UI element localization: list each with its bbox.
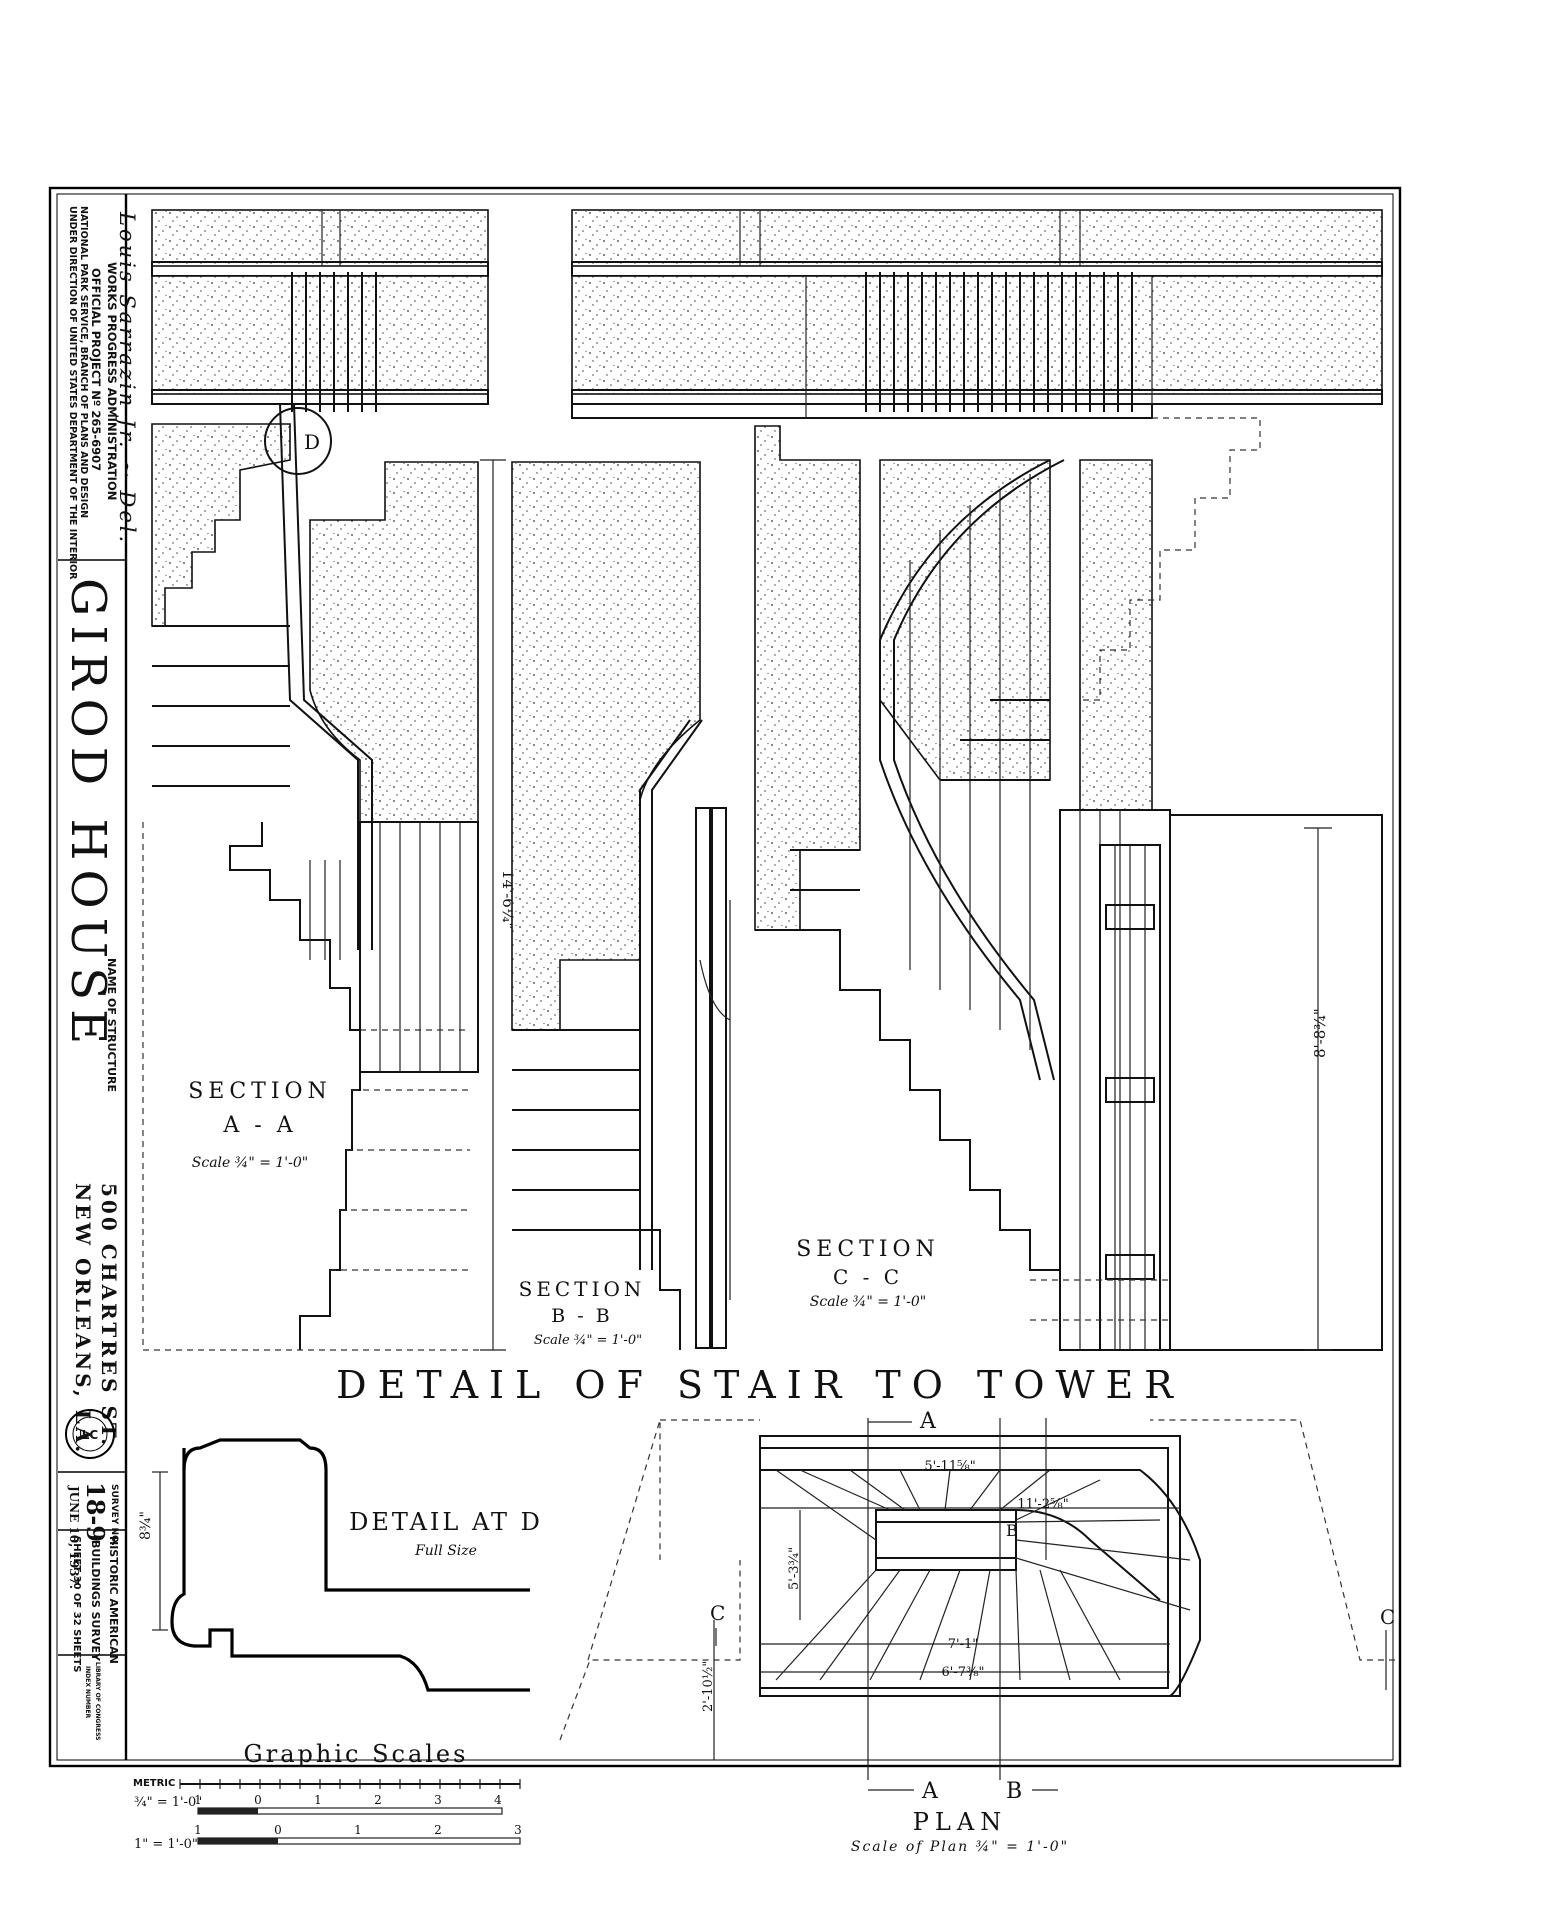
section-aa-title: SECTION <box>188 1079 332 1104</box>
main-title: DETAIL OF STAIR TO TOWER <box>336 1363 1184 1407</box>
structure-name: GIROD HOUSE <box>60 578 116 1053</box>
section-bb-title: SECTION <box>519 1277 646 1301</box>
plan-dim-6: 6'-7⅜" <box>941 1665 984 1680</box>
section-aa-letters: A - A <box>222 1113 296 1138</box>
structure-label: NAME OF STRUCTURE <box>105 958 118 1092</box>
seal-stamp: LC <box>65 1409 115 1459</box>
dim-cc-height-text: 8'-8¾" <box>1311 1008 1329 1058</box>
section-bb-letters: B - B <box>551 1305 612 1327</box>
title-block: UNDER DIRECTION OF UNITED STATES DEPARTM… <box>60 206 139 1740</box>
scale-tick-label: 0 <box>254 1793 262 1807</box>
sheet-count: SHEET 30 OF 32 SHEETS <box>71 1536 82 1672</box>
section-cc-letters: C - C <box>833 1265 903 1289</box>
cut-b-bottom: B <box>1006 1779 1022 1804</box>
stair-plan: 5'-11⅝" 11'-2⅝" 5'-3¾" 2'-10½" 7'-1" 6'-… <box>559 1409 1395 1855</box>
scale-tick-label: 3 <box>514 1823 522 1837</box>
survey-number: 18-9 <box>81 1482 110 1542</box>
scale2-tick-labels: 1 0 1 2 3 <box>194 1823 522 1837</box>
section-cc-scale: Scale ¾" = 1'-0" <box>810 1294 926 1310</box>
dim-cc-height: 8'-8¾" <box>1304 827 1332 1351</box>
delineator-credit: Louis Sarrazin Jr. ~ Del. <box>115 211 139 545</box>
agency-line-3: UNDER DIRECTION OF UNITED STATES DEPARTM… <box>67 206 78 580</box>
section-bb-scale: Scale ¾" = 1'-0" <box>534 1333 642 1348</box>
section-aa-treads <box>152 625 290 787</box>
detail-d-title: DETAIL AT D <box>349 1508 543 1536</box>
scale-tick-label: 2 <box>374 1793 382 1807</box>
scale-tick-label: 1 <box>354 1823 362 1837</box>
section-aa-label: SECTION A - A Scale ¾" = 1'-0" <box>188 1079 332 1171</box>
upper-railing-right <box>865 272 1133 412</box>
section-aa-scale: Scale ¾" = 1'-0" <box>192 1155 308 1171</box>
plan-dimensions: 5'-11⅝" 11'-2⅝" 5'-3¾" 2'-10½" 7'-1" 6'-… <box>701 1459 1180 1760</box>
metric-label: METRIC <box>133 1778 175 1789</box>
plan-dim-5: 7'-1" <box>948 1637 979 1652</box>
habs-line-2: BUILDINGS SURVEY <box>89 1540 102 1662</box>
habs-line-1: HISTORIC AMERICAN <box>107 1536 120 1664</box>
survey-label: SURVEY NO. <box>109 1484 119 1546</box>
scale-tick-label: 1 <box>194 1823 202 1837</box>
agency-line-2: OFFICIAL PROJECT Nº 265-6907 <box>89 268 103 471</box>
outer-border <box>48 186 1402 1768</box>
agency-line-1: WORKS PROGRESS ADMINISTRATION <box>105 262 119 500</box>
section-bb-label: SECTION B - B Scale ¾" = 1'-0" <box>519 1277 646 1348</box>
loc-index-label: INDEX NUMBER <box>84 1666 91 1719</box>
cut-c-right: C <box>1380 1605 1395 1629</box>
scale-tick-label: 1 <box>314 1793 322 1807</box>
scale-tick-label: 4 <box>494 1793 502 1807</box>
plan-cut-marks: A A B B C C <box>710 1409 1395 1804</box>
upper-railing-left <box>291 272 377 412</box>
scale-tick-label: 1 <box>194 1793 202 1807</box>
section-cc-title: SECTION <box>796 1237 940 1262</box>
cut-a-bottom: A <box>921 1779 939 1804</box>
address-line-1: 500 CHARTRES ST. <box>97 1183 121 1448</box>
survey-date: JUNE 10, 1937. <box>67 1485 81 1589</box>
section-aa-drawing: D <box>142 403 480 1351</box>
scale2-label: 1" = 1'-0" <box>134 1837 198 1852</box>
graphic-scales-title: Graphic Scales <box>244 1740 469 1768</box>
loc-label: LIBRARY OF CONGRESS <box>94 1662 101 1740</box>
detail-d-callout <box>264 407 332 475</box>
scale-tick-label: 2 <box>434 1823 442 1837</box>
section-bb-drawing <box>511 461 731 1350</box>
upper-floor-band <box>151 209 1383 419</box>
agency-line-4: NATIONAL PARK SERVICE, BRANCH OF PLANS A… <box>78 206 89 518</box>
metric-scale-ticks <box>179 1779 521 1789</box>
detail-d-scale: Full Size <box>414 1543 477 1559</box>
scale1-label: ¾" = 1'-0" <box>134 1795 202 1810</box>
cut-a-top: A <box>919 1409 937 1434</box>
detail-d-dimension: 8¾" <box>138 1511 154 1540</box>
section-cc-label: SECTION C - C Scale ¾" = 1'-0" <box>796 1237 940 1310</box>
detail-d-profile: 8¾" DETAIL AT D Full Size <box>138 1438 543 1692</box>
plan-title: PLAN <box>913 1808 1007 1836</box>
cut-b-mid: B <box>1006 1521 1018 1540</box>
seal-text: LC <box>82 1428 99 1442</box>
plan-dim-4: 2'-10½" <box>701 1661 716 1712</box>
detail-d-marker: D <box>304 430 320 454</box>
cut-c-left: C <box>710 1601 725 1625</box>
section-cc-drawing <box>754 417 1383 1351</box>
scale-tick-label: 0 <box>274 1823 282 1837</box>
plan-dim-3: 5'-3¾" <box>787 1547 802 1590</box>
scale-tick-label: 3 <box>434 1793 442 1807</box>
scale1-tick-labels: 1 0 1 2 3 4 <box>194 1793 502 1807</box>
plan-scale: Scale of Plan ¾" = 1'-0" <box>851 1839 1069 1855</box>
plan-dim-1: 5'-11⅝" <box>924 1459 975 1474</box>
plan-dim-2: 11'-2⅝" <box>1017 1497 1068 1512</box>
section-bb-treads <box>512 1069 660 1231</box>
inner-border <box>56 193 1394 1761</box>
